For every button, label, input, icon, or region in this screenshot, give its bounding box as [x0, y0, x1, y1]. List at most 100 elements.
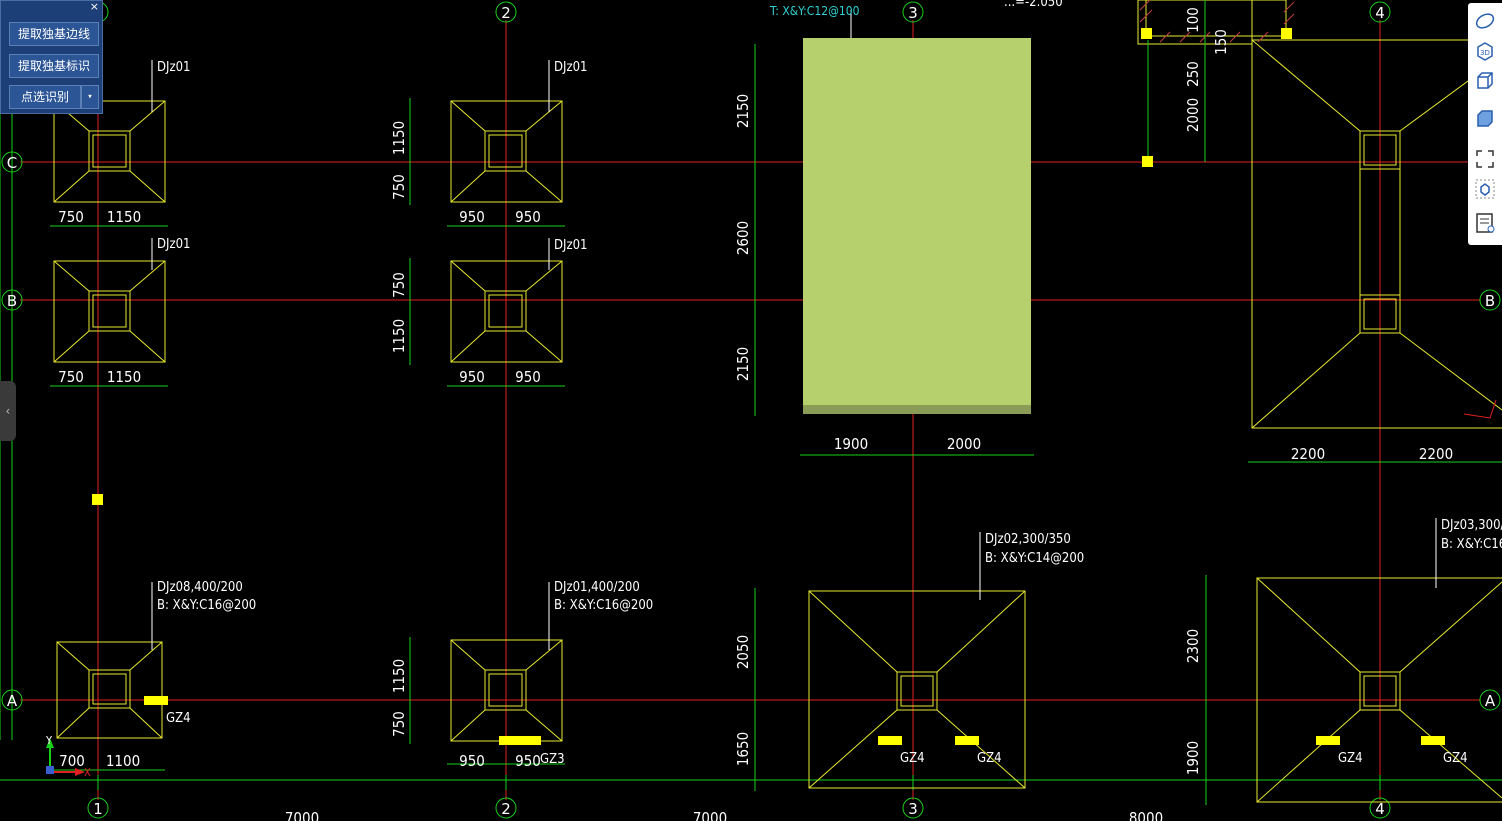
component-view-icon[interactable]	[1473, 177, 1497, 201]
svg-text:2200: 2200	[1419, 445, 1453, 463]
point-identify-button[interactable]: 点选识别	[9, 85, 81, 109]
svg-text:950: 950	[515, 752, 541, 770]
axis-grid-lines	[20, 20, 1480, 800]
overall-dimension-lines	[0, 100, 1502, 790]
dimension-values-horizontal: 750 1150 950 950 750 1150 950 950 700 11…	[58, 208, 1453, 770]
spacing-1-2: 7000	[285, 809, 319, 821]
label-djz02: DJz02,300/350	[985, 532, 1071, 547]
svg-text:2150: 2150	[734, 347, 752, 381]
svg-text:1150: 1150	[107, 368, 141, 386]
svg-text:1900: 1900	[834, 435, 868, 453]
view-toolbar: 3D	[1468, 3, 1502, 245]
3d-view-icon[interactable]: 3D	[1473, 39, 1497, 63]
ucs-icon: Y X	[45, 734, 91, 779]
label-djz02-rebar: B: X&Y:C14@200	[985, 551, 1084, 566]
pit-outline	[1137, 0, 1287, 45]
label-gz4-a1: GZ4	[166, 711, 191, 726]
label-djz01-b1: DJz01	[157, 237, 190, 252]
column-markers	[92, 28, 1445, 745]
svg-text:X: X	[84, 766, 91, 779]
svg-text:2000: 2000	[1184, 98, 1202, 132]
footing-identify-panel: × 提取独基边线 提取独基标识 点选识别 ▾	[0, 0, 103, 114]
svg-text:Y: Y	[45, 734, 53, 747]
spacing-2-3: 7000	[693, 809, 727, 821]
label-djz01b: DJz01,400/200	[554, 580, 640, 595]
svg-text:1150: 1150	[390, 659, 408, 693]
footing-bc4[interactable]	[1251, 39, 1502, 429]
svg-text:950: 950	[459, 368, 485, 386]
footing-labels: DJz01 DJz01 DJz01 DJz01 DJz08,400/200 B:…	[157, 0, 1502, 767]
svg-text:100: 100	[1184, 7, 1202, 33]
footing-c2[interactable]	[450, 100, 563, 203]
svg-text:2300: 2300	[1184, 629, 1202, 663]
axis-bottom-2: 2	[501, 800, 511, 818]
footing-b2[interactable]	[450, 260, 563, 363]
svg-text:950: 950	[515, 368, 541, 386]
svg-text:950: 950	[459, 752, 485, 770]
label-djz01-c1: DJz01	[157, 60, 190, 75]
axis-bottom-4: 4	[1375, 800, 1385, 818]
solid-cube-icon[interactable]	[1473, 107, 1497, 131]
label-gz3: GZ3	[540, 752, 565, 767]
label-top-elev: ...=-2.050	[1004, 0, 1063, 10]
point-identify-dropdown[interactable]: ▾	[81, 85, 99, 109]
side-panel-toggle[interactable]: ‹	[0, 381, 16, 441]
svg-text:1150: 1150	[107, 208, 141, 226]
svg-text:2600: 2600	[734, 221, 752, 255]
svg-text:1150: 1150	[390, 121, 408, 155]
label-gz4-a4-right: GZ4	[1443, 751, 1468, 766]
axis-right-b: B	[1485, 292, 1495, 310]
label-djz03-rebar: B: X&Y:C16@	[1441, 537, 1502, 552]
svg-text:750: 750	[390, 174, 408, 200]
label-gz4-a3-right: GZ4	[977, 751, 1002, 766]
svg-text:1900: 1900	[1184, 741, 1202, 775]
dimension-values-vertical: 1150 750 750 1150 1150 750 2150 2600 215…	[390, 7, 1230, 775]
footing-a3[interactable]	[808, 590, 1026, 789]
footing-a1[interactable]	[56, 641, 163, 739]
svg-text:250: 250	[1184, 61, 1202, 87]
svg-text:950: 950	[459, 208, 485, 226]
svg-text:750: 750	[390, 272, 408, 298]
footing-a2[interactable]	[450, 639, 563, 742]
extract-footing-edges-button[interactable]: 提取独基边线	[9, 22, 99, 46]
axis-left-c: C	[7, 154, 17, 172]
label-gz4-a4-left: GZ4	[1338, 751, 1363, 766]
footings	[53, 0, 1502, 803]
axis-bottom-1: 1	[93, 800, 103, 818]
label-djz08-rebar: B: X&Y:C16@200	[157, 598, 256, 613]
layer-list-icon[interactable]	[1473, 211, 1497, 235]
axis-top-2: 2	[501, 4, 511, 22]
svg-text:950: 950	[515, 208, 541, 226]
svg-text:2050: 2050	[734, 635, 752, 669]
axis-left-a: A	[7, 692, 18, 710]
selected-footing-bc3[interactable]	[803, 38, 1031, 414]
svg-text:3D: 3D	[1480, 49, 1490, 57]
edge-marker	[1463, 399, 1497, 419]
svg-text:750: 750	[58, 368, 84, 386]
cube-view-icon[interactable]	[1473, 69, 1497, 93]
svg-text:2150: 2150	[734, 94, 752, 128]
orbit-icon[interactable]	[1473, 9, 1497, 33]
svg-text:750: 750	[58, 208, 84, 226]
svg-text:700: 700	[59, 752, 85, 770]
label-djz01-c2: DJz01	[554, 60, 587, 75]
svg-text:2200: 2200	[1291, 445, 1325, 463]
label-djz08: DJz08,400/200	[157, 580, 243, 595]
label-gz4-a3-left: GZ4	[900, 751, 925, 766]
footing-b1[interactable]	[53, 260, 166, 363]
extract-footing-labels-button[interactable]: 提取独基标识	[9, 54, 99, 78]
label-top-rebar: T: X&Y:C12@100	[769, 4, 860, 18]
axis-left-b: B	[7, 292, 17, 310]
footing-a4[interactable]	[1256, 577, 1502, 803]
panel-close-button[interactable]: ×	[89, 0, 99, 13]
spacing-3-4: 8000	[1129, 809, 1163, 821]
svg-text:1100: 1100	[106, 752, 140, 770]
footing-c1[interactable]	[53, 100, 166, 203]
label-djz01b-rebar: B: X&Y:C16@200	[554, 598, 653, 613]
fullscreen-icon[interactable]	[1473, 147, 1497, 171]
svg-text:1650: 1650	[734, 732, 752, 766]
svg-text:150: 150	[1212, 29, 1230, 55]
annotation-leaders	[151, 10, 1437, 650]
